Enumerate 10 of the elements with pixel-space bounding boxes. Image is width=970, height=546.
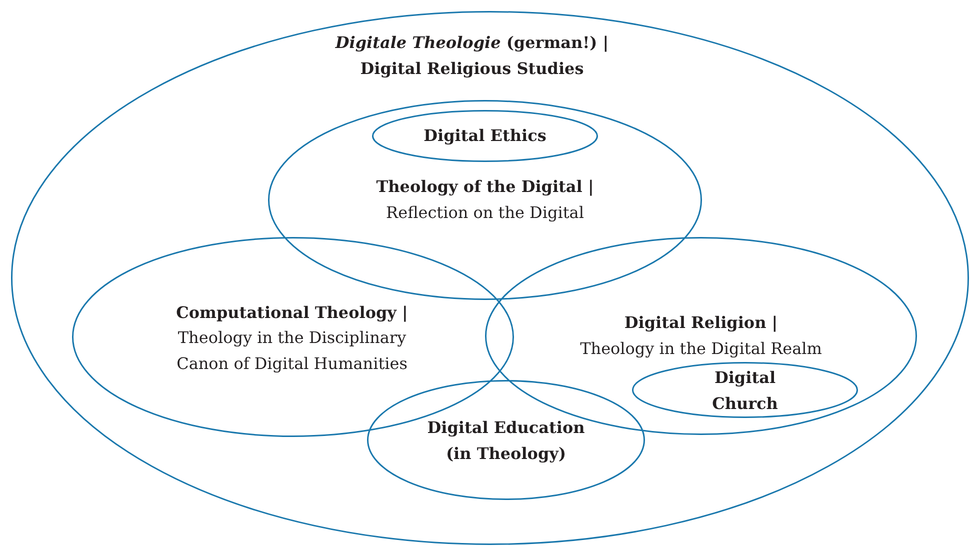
region-title: Computational Theology |	[175, 302, 409, 324]
region-description: Reflection on the Digital	[385, 202, 585, 224]
region-description: Theology in the Digital Realm	[579, 338, 823, 360]
region-title: Digital Education (in Theology)	[426, 417, 586, 465]
region-title: Digitale Theologie (german!) | Digital Religious Studies	[334, 32, 610, 80]
region-title: Digital Ethics	[422, 125, 548, 148]
region-title: Digital Religion |	[623, 312, 779, 334]
region-title: Digital Church	[711, 367, 779, 415]
region-title: Theology of the Digital |	[375, 176, 595, 198]
region-description: Theology in the Disciplinary Canon of Digital Humanities	[176, 327, 408, 375]
